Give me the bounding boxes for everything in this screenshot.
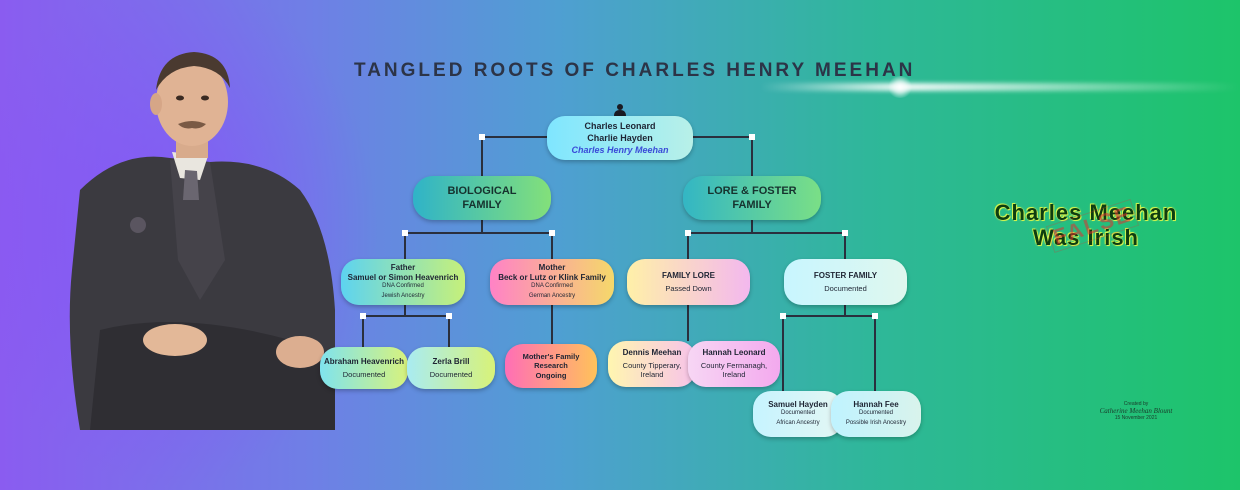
mother-line4: German Ancestry — [528, 292, 576, 299]
hannah-fee-line3: Possible Irish Ancestry — [845, 419, 907, 426]
foster-family-line2: Documented — [824, 283, 867, 293]
samuel-hayden-node: Samuel Hayden Documented African Ancestr… — [753, 391, 843, 437]
dennis-line2: County Tipperary, — [622, 360, 682, 370]
claim-line1: Charles Meehan — [994, 200, 1178, 225]
zerla-line1: Zerla Brill — [432, 357, 470, 366]
root-line1: Charles Leonard — [584, 121, 656, 131]
father-node: Father Samuel or Simon Heavenrich DNA Co… — [341, 259, 465, 305]
light-flare — [760, 83, 1240, 91]
dennis-line1: Dennis Meehan — [622, 348, 682, 358]
father-line2: Samuel or Simon Heavenrich — [347, 272, 459, 282]
mothers-research-node: Mother's Family Research Ongoing — [505, 344, 597, 388]
father-line1: Father — [390, 263, 416, 272]
credit-signature: Catherine Meehan Blount — [1099, 407, 1173, 415]
hannah-leonard-line2: County Fermanagh, — [700, 360, 768, 370]
family-lore-node: FAMILY LORE Passed Down — [627, 259, 750, 305]
mother-line2: Beck or Lutz or Klink Family — [498, 272, 606, 282]
zerla-line2: Documented — [429, 369, 473, 379]
portrait-photo — [69, 52, 335, 430]
root-line3: Charles Henry Meehan — [571, 145, 669, 155]
mothers-research-line3: Ongoing — [535, 370, 567, 380]
hannah-fee-line2: Documented — [858, 410, 894, 417]
mother-line3: DNA Confirmed — [531, 283, 573, 289]
foster-family-node: FOSTER FAMILY Documented — [784, 259, 907, 305]
mother-line1: Mother — [538, 263, 566, 272]
person-icon — [614, 104, 626, 116]
hannah-fee-line1: Hannah Fee — [853, 399, 899, 409]
samuel-hayden-line1: Samuel Hayden — [768, 399, 828, 409]
root-node: Charles Leonard Charlie Hayden Charles H… — [547, 116, 693, 160]
father-line3: DNA Confirmed — [382, 283, 424, 289]
family-lore-line1: FAMILY LORE — [662, 271, 715, 280]
biological-line1: BIOLOGICAL — [447, 185, 517, 197]
foster-family-line1: FOSTER FAMILY — [813, 271, 878, 280]
lore-line2: FAMILY — [732, 199, 772, 211]
lore-line1: LORE & FOSTER — [707, 185, 797, 197]
creator-credit: Created by Catherine Meehan Blount 15 No… — [1098, 401, 1174, 422]
claim-line2: Was Irish — [1033, 225, 1139, 250]
credit-line1: Created by — [1123, 401, 1149, 407]
lore-foster-family-node: LORE & FOSTER FAMILY — [683, 176, 821, 220]
mothers-research-line1: Mother's Family — [522, 351, 580, 361]
biological-line2: FAMILY — [462, 199, 502, 211]
family-lore-line2: Passed Down — [665, 283, 712, 293]
father-line4: Jewish Ancestry — [381, 292, 425, 299]
irish-claim: Charles Meehan Was Irish — [986, 200, 1186, 250]
hannah-fee-node: Hannah Fee Documented Possible Irish Anc… — [831, 391, 921, 437]
samuel-hayden-line2: Documented — [780, 410, 816, 417]
diagram-title: TANGLED ROOTS OF CHARLES HENRY MEEHAN — [354, 60, 916, 81]
hannah-leonard-line3: Ireland — [722, 370, 746, 380]
samuel-hayden-line3: African Ancestry — [776, 419, 820, 426]
credit-date: 15 November 2021 — [1114, 415, 1158, 421]
dennis-line3: Ireland — [640, 370, 664, 380]
abraham-line2: Documented — [342, 369, 386, 379]
mother-node: Mother Beck or Lutz or Klink Family DNA … — [490, 259, 614, 305]
dennis-node: Dennis Meehan County Tipperary, Ireland — [608, 341, 696, 387]
hannah-leonard-node: Hannah Leonard County Fermanagh, Ireland — [688, 341, 780, 387]
light-flare-dot — [887, 76, 913, 98]
biological-family-node: BIOLOGICAL FAMILY — [413, 176, 551, 220]
root-line2: Charlie Hayden — [587, 133, 653, 143]
hannah-leonard-line1: Hannah Leonard — [702, 348, 766, 358]
abraham-node: Abraham Heavenrich Documented — [320, 347, 408, 389]
abraham-line1: Abraham Heavenrich — [323, 357, 405, 366]
mothers-research-line2: Research — [534, 361, 568, 371]
zerla-node: Zerla Brill Documented — [407, 347, 495, 389]
